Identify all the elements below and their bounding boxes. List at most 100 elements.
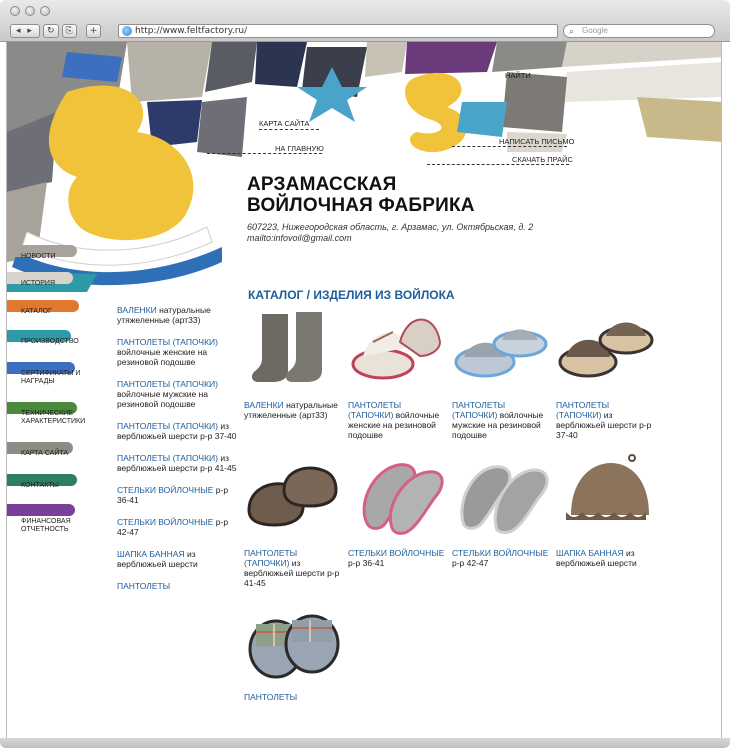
felt-strip-icon [7, 504, 75, 516]
plaid-slippers-icon[interactable] [244, 594, 344, 682]
zoom-window-button[interactable] [40, 6, 50, 16]
product-link[interactable]: СТЕЛЬКИ ВОЙЛОЧНЫЕ [452, 548, 549, 558]
sauna-hat-icon[interactable] [556, 450, 656, 538]
men-slippers-icon[interactable] [452, 302, 552, 390]
product-link[interactable]: ПАНТОЛЕТЫ (ТАПОЧКИ) [348, 400, 402, 420]
address: 607223, Нижегородская область, г. Арзама… [247, 222, 533, 244]
product-card[interactable]: ВАЛЕНКИ натуральные утяжеленные (арт33) [244, 302, 344, 442]
bookmarks-icon[interactable]: ⎘ [61, 24, 77, 38]
find-link[interactable]: НАЙТИ [505, 71, 531, 80]
left-nav-label: ТЕХНИЧЕСКИЕ ХАРАКТЕРИСТИКИ [21, 410, 86, 425]
write-letter-link[interactable]: НАПИСАТЬ ПИСЬМО [499, 137, 575, 146]
felt-strip-icon [7, 272, 73, 284]
home-link[interactable]: НА ГЛАВНУЮ [275, 144, 324, 153]
dashed-leader [207, 153, 322, 154]
search-field[interactable]: ⌕ Google [563, 24, 715, 38]
minimize-window-button[interactable] [25, 6, 35, 16]
left-nav-label: ПРОИЗВОДСТВО [21, 338, 79, 345]
catalog-list-link[interactable]: ПАНТОЛЕТЫ (ТАПОЧКИ) [117, 379, 218, 389]
dashed-leader [427, 164, 569, 165]
product-card[interactable]: ШАПКА БАННАЯ из верблюжьей шерсти [556, 450, 656, 590]
product-desc: р-р 42-47 [452, 558, 489, 568]
catalog-list-item[interactable]: СТЕЛЬКИ ВОЙЛОЧНЫЕ р-р 42-47 [117, 517, 237, 537]
product-caption: СТЕЛЬКИ ВОЙЛОЧНЫЕ р-р 42-47 [452, 548, 552, 568]
left-nav-item[interactable]: ПРОИЗВОДСТВО [7, 330, 87, 352]
email-link[interactable]: mailto:infovoil@gmail.com [247, 233, 352, 243]
sitemap-link[interactable]: КАРТА САЙТА [259, 119, 310, 128]
felt-strip-icon [7, 245, 77, 257]
insoles-grey-icon[interactable] [452, 450, 552, 538]
catalog-list-item[interactable]: ПАНТОЛЕТЫ (ТАПОЧКИ) из верблюжьей шерсти… [117, 421, 237, 441]
catalog-list-link[interactable]: СТЕЛЬКИ ВОЙЛОЧНЫЕ [117, 485, 214, 495]
catalog-list-link[interactable]: ПАНТОЛЕТЫ (ТАПОЧКИ) [117, 421, 218, 431]
catalog-list-item[interactable]: СТЕЛЬКИ ВОЙЛОЧНЫЕ р-р 36-41 [117, 485, 237, 505]
back-forward-buttons[interactable]: ◂ ▸ [10, 24, 40, 38]
left-nav-item[interactable]: СЕРТИФИКАТЫ И НАГРАДЫ [7, 362, 87, 385]
catalog-list-item[interactable]: ВАЛЕНКИ натуральные утяжеленные (арт33) [117, 305, 237, 325]
dashed-leader [452, 146, 567, 147]
catalog-list-desc: войлочные женские на резиновой подошве [117, 347, 208, 367]
catalog-list-desc: р-р 36-41 [117, 485, 229, 505]
felt-strip-icon [7, 362, 75, 374]
catalog-title: КАТАЛОГ / ИЗДЕЛИЯ ИЗ ВОЙЛОКА [248, 288, 455, 302]
download-price-link[interactable]: СКАЧАТЬ ПРАЙС [512, 155, 573, 164]
catalog-list-item[interactable]: ШАПКА БАННАЯ из верблюжьей шерсти [117, 549, 237, 569]
add-bookmark-button[interactable]: + [85, 24, 102, 38]
left-nav-label: КАРТА САЙТА [21, 450, 69, 457]
product-caption: ВАЛЕНКИ натуральные утяжеленные (арт33) [244, 400, 344, 420]
product-caption: ПАНТОЛЕТЫ (ТАПОЧКИ) из верблюжьей шерсти… [244, 548, 344, 588]
catalog-list-item[interactable]: ПАНТОЛЕТЫ (ТАПОЧКИ) из верблюжьей шерсти… [117, 453, 237, 473]
catalog-list-item[interactable]: ПАНТОЛЕТЫ [117, 581, 237, 591]
reload-icon[interactable]: ↻ [43, 24, 59, 38]
camel-slippers-icon[interactable] [556, 302, 656, 390]
product-link[interactable]: ПАНТОЛЕТЫ (ТАПОЧКИ) [244, 548, 298, 568]
left-nav-item[interactable]: ФИНАНСОВАЯ ОТЧЕТНОСТЬ [7, 504, 87, 533]
product-link[interactable]: СТЕЛЬКИ ВОЙЛОЧНЫЕ [348, 548, 445, 558]
product-card[interactable]: ПАНТОЛЕТЫ (ТАПОЧКИ) из верблюжьей шерсти… [556, 302, 656, 442]
left-nav-item[interactable]: КАРТА САЙТА [7, 442, 87, 464]
women-slippers-icon[interactable] [348, 302, 448, 390]
camel-shoes-icon[interactable] [244, 450, 344, 538]
product-card[interactable]: ПАНТОЛЕТЫ (ТАПОЧКИ) войлочные женские на… [348, 302, 448, 442]
product-desc: из верблюжьей шерсти р-р 41-45 [244, 558, 340, 588]
product-desc: войлочные женские на резиновой подошве [348, 410, 440, 440]
product-link[interactable]: ВАЛЕНКИ [244, 400, 284, 410]
product-card[interactable]: ПАНТОЛЕТЫ (ТАПОЧКИ) из верблюжьей шерсти… [244, 450, 344, 590]
product-link[interactable]: ПАНТОЛЕТЫ [244, 692, 298, 702]
search-placeholder: Google [582, 26, 608, 35]
address-bar-text: http://www.feltfactory.ru/ [135, 26, 248, 36]
product-card[interactable]: ПАНТОЛЕТЫ [244, 594, 344, 734]
catalog-list-link[interactable]: ВАЛЕНКИ [117, 305, 157, 315]
close-window-button[interactable] [10, 6, 20, 16]
left-nav-label: ИСТОРИЯ [21, 280, 56, 287]
felt-boots-icon[interactable] [244, 302, 344, 390]
catalog-list-item[interactable]: ПАНТОЛЕТЫ (ТАПОЧКИ) войлочные женские на… [117, 337, 237, 367]
product-card[interactable]: СТЕЛЬКИ ВОЙЛОЧНЫЕ р-р 36-41 [348, 450, 448, 590]
left-nav-label: НОВОСТИ [21, 253, 56, 260]
left-nav-item[interactable]: КОНТАКТЫ [7, 474, 87, 496]
product-desc: войлочные мужские на резиновой подошве [452, 410, 544, 440]
catalog-list-item[interactable]: ПАНТОЛЕТЫ (ТАПОЧКИ) войлочные мужские на… [117, 379, 237, 409]
left-nav-item[interactable]: КАТАЛОГ [7, 300, 87, 322]
address-bar[interactable]: http://www.feltfactory.ru/ [118, 24, 558, 38]
product-caption: ПАНТОЛЕТЫ (ТАПОЧКИ) войлочные женские на… [348, 400, 448, 440]
catalog-list-link[interactable]: ПАНТОЛЕТЫ (ТАПОЧКИ) [117, 337, 218, 347]
catalog-list-link[interactable]: ПАНТОЛЕТЫ (ТАПОЧКИ) [117, 453, 218, 463]
product-link[interactable]: ПАНТОЛЕТЫ (ТАПОЧКИ) [556, 400, 610, 420]
product-caption: ШАПКА БАННАЯ из верблюжьей шерсти [556, 548, 656, 568]
left-nav-item[interactable]: ТЕХНИЧЕСКИЕ ХАРАКТЕРИСТИКИ [7, 402, 87, 425]
insoles-pink-icon[interactable] [348, 450, 448, 538]
globe-icon [122, 26, 132, 36]
product-card[interactable]: СТЕЛЬКИ ВОЙЛОЧНЫЕ р-р 42-47 [452, 450, 552, 590]
left-nav-item[interactable]: НОВОСТИ [7, 245, 87, 267]
left-nav-item[interactable]: ИСТОРИЯ [7, 272, 87, 294]
catalog-list-link[interactable]: ШАПКА БАННАЯ [117, 549, 185, 559]
felt-collage-banner [7, 42, 721, 292]
product-card[interactable]: ПАНТОЛЕТЫ (ТАПОЧКИ) войлочные мужские на… [452, 302, 552, 442]
catalog-list-link[interactable]: ПАНТОЛЕТЫ [117, 581, 171, 591]
product-link[interactable]: ШАПКА БАННАЯ [556, 548, 624, 558]
product-link[interactable]: ПАНТОЛЕТЫ (ТАПОЧКИ) [452, 400, 506, 420]
left-nav-label: СЕРТИФИКАТЫ И НАГРАДЫ [21, 370, 81, 385]
catalog-list-link[interactable]: СТЕЛЬКИ ВОЙЛОЧНЫЕ [117, 517, 214, 527]
left-nav-label: КОНТАКТЫ [21, 482, 59, 489]
